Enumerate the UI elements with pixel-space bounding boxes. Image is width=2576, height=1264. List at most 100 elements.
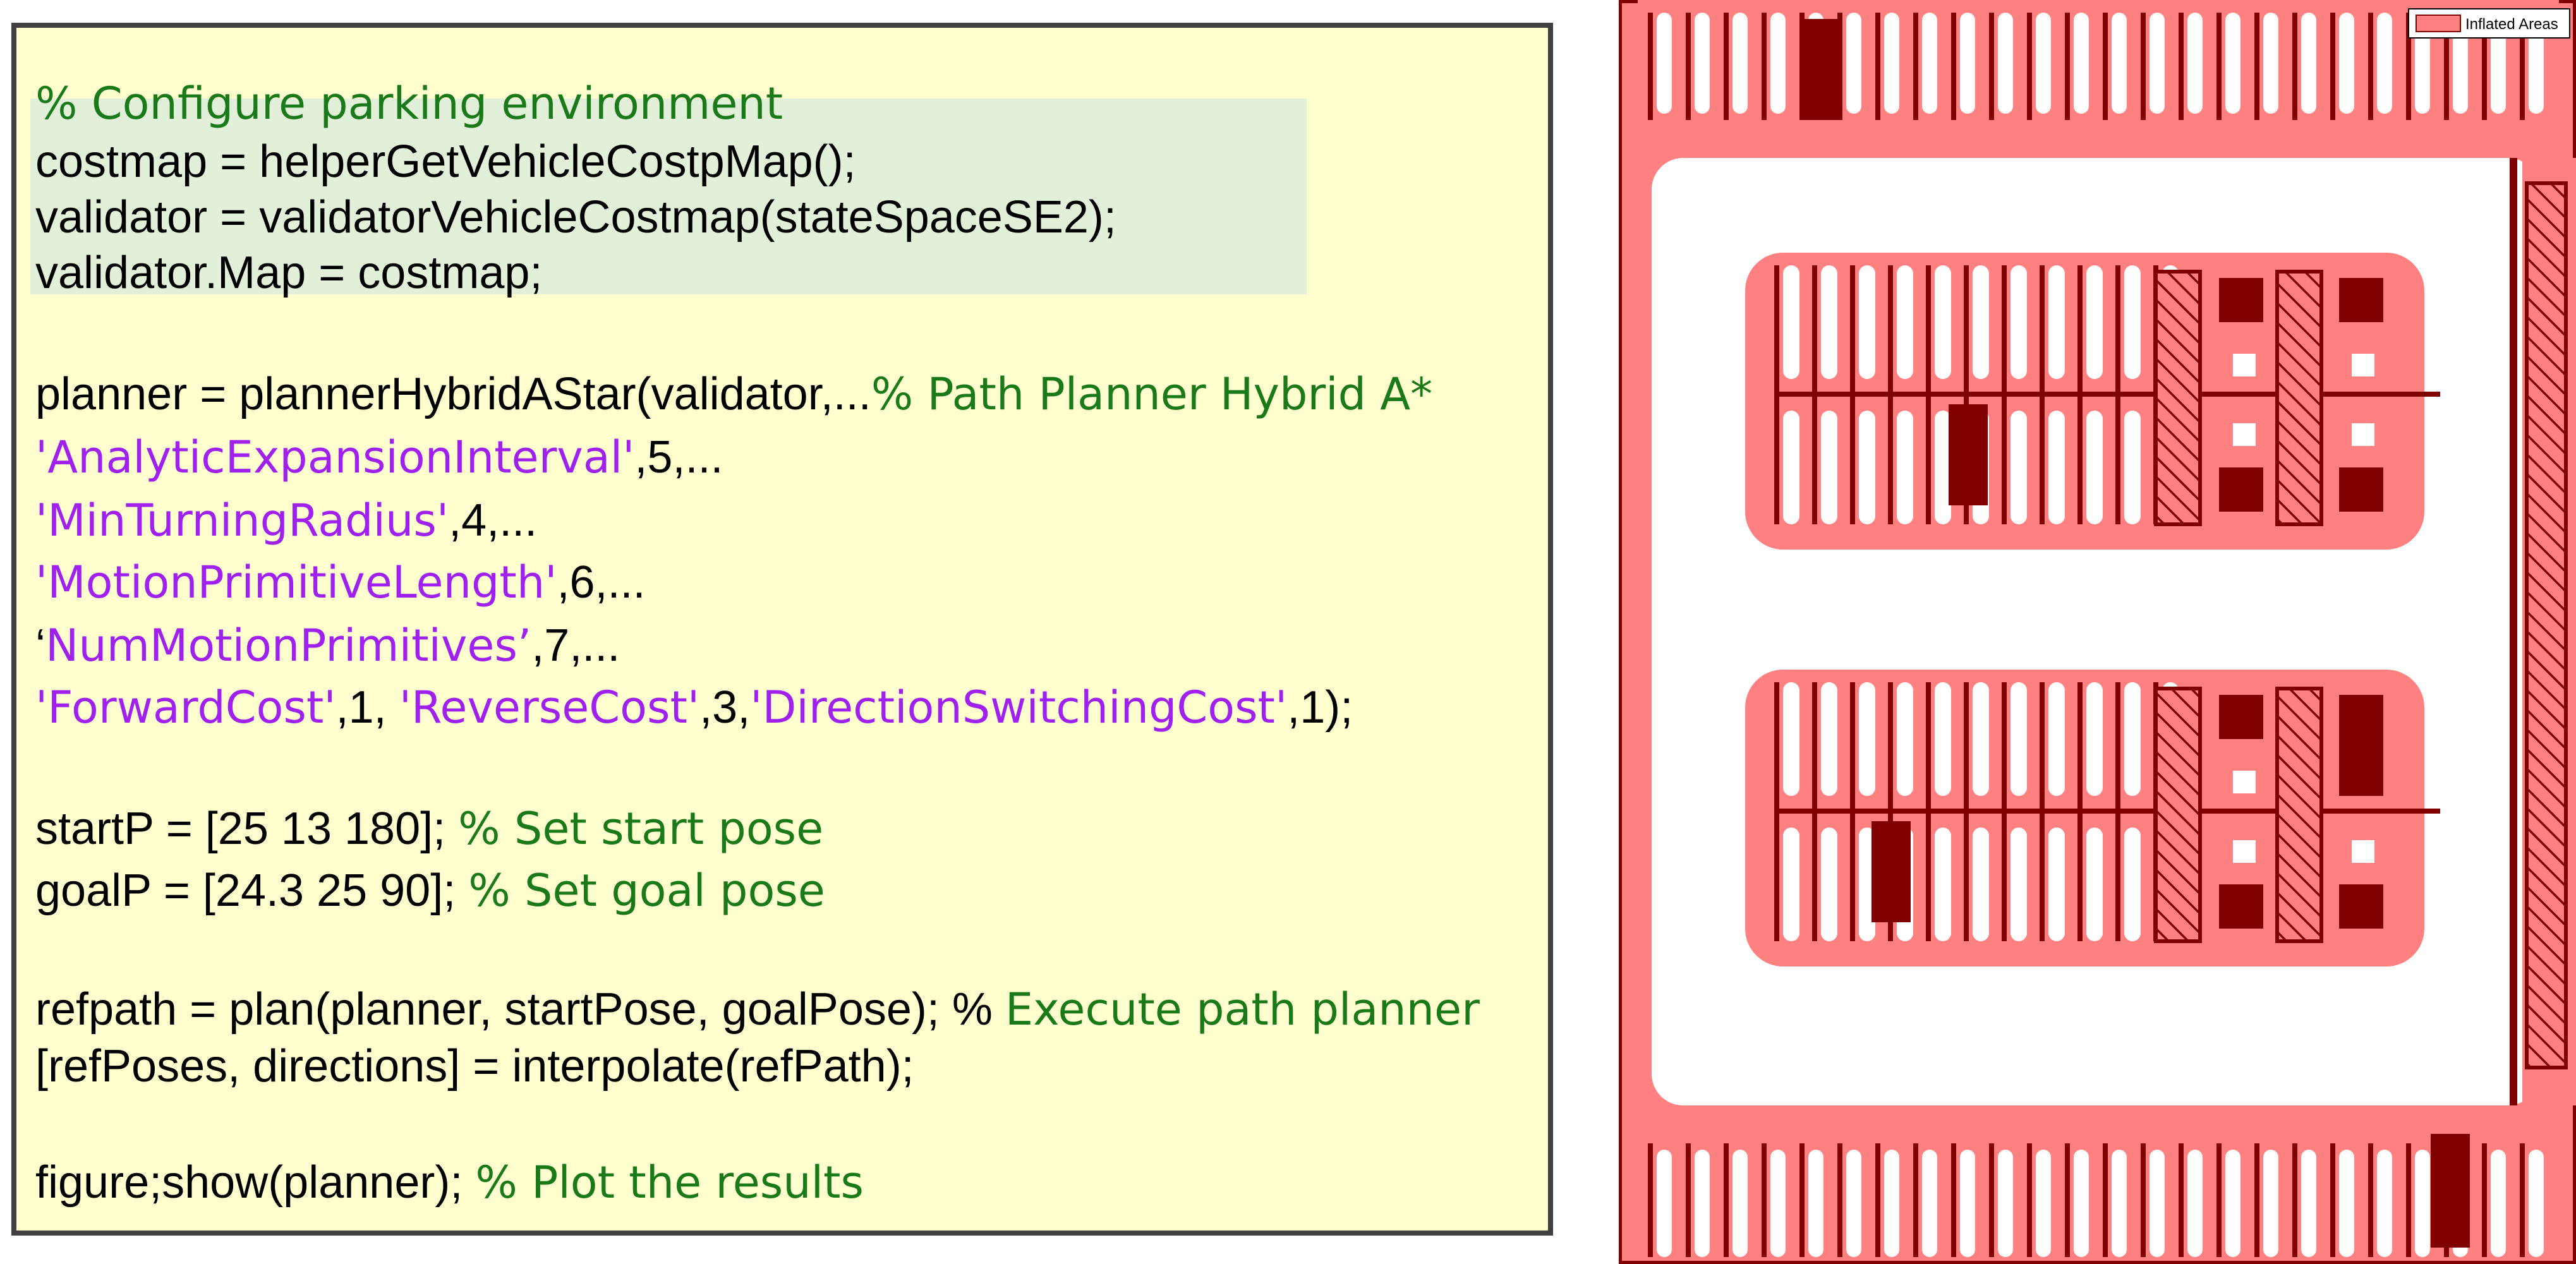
parking-slot-free xyxy=(1695,13,1710,114)
spot-divider xyxy=(2027,13,2032,120)
spot-divider xyxy=(2482,13,2487,120)
code-line: startP = [25 13 180]; % Set start pose xyxy=(35,804,823,854)
code-token: ,1); xyxy=(1287,682,1353,733)
spot-divider xyxy=(2444,13,2449,120)
island-slot-free xyxy=(1973,682,1989,796)
code-token: figure;show(planner); xyxy=(35,1157,476,1208)
hatched-zone xyxy=(2275,687,2323,943)
island-divider xyxy=(2002,265,2007,524)
island-divider xyxy=(1888,682,1893,941)
parked-car xyxy=(2431,1134,2470,1248)
spot-divider xyxy=(2406,13,2411,120)
spot-divider xyxy=(1913,13,1918,120)
code-string: 'MinTurningRadius' xyxy=(35,495,449,546)
spot-divider xyxy=(2216,13,2222,120)
island-slot-free xyxy=(2048,682,2065,796)
spot-divider xyxy=(2103,1143,2108,1257)
parking-slot-free xyxy=(2225,1150,2240,1257)
parking-slot-free xyxy=(2187,1150,2203,1257)
code-highlight-block xyxy=(30,99,1307,294)
island-slot-free xyxy=(2048,411,2065,524)
spot-divider xyxy=(2520,13,2525,120)
code-token: costmap = helperGetVehicleCostpMap(); xyxy=(35,136,856,187)
island-slot-free xyxy=(1783,682,1799,796)
code-line: planner = plannerHybridAStar(validator,.… xyxy=(35,369,1432,419)
spot-divider xyxy=(2292,13,2297,120)
parking-slot-free xyxy=(2112,1150,2127,1257)
code-line: figure;show(planner); % Plot the results xyxy=(35,1157,864,1208)
parking-slot-free xyxy=(1960,1150,1975,1257)
obstacle-block xyxy=(2219,884,2263,929)
island-divider xyxy=(2040,682,2045,941)
code-comment: % Set goal pose xyxy=(468,865,825,917)
code-line: [refPoses, directions] = interpolate(ref… xyxy=(35,1041,914,1092)
code-token: validator.Map = costmap; xyxy=(35,248,543,298)
right-wall-hatched xyxy=(2525,181,2568,1069)
parking-slot-free xyxy=(2112,13,2127,114)
island-divider xyxy=(2040,265,2045,524)
island-divider xyxy=(2077,682,2083,941)
island-slot-free xyxy=(1973,828,1989,941)
spot-divider xyxy=(2330,1143,2335,1257)
island-slot-free xyxy=(1859,411,1875,524)
code-line: 'MinTurningRadius',4,... xyxy=(35,495,537,546)
island-slot-free xyxy=(1973,265,1989,379)
parking-slot-free xyxy=(1732,13,1748,114)
parking-slot-free xyxy=(2263,13,2278,114)
spot-divider xyxy=(2330,13,2335,120)
parked-car xyxy=(1801,19,1840,120)
parking-slot-free xyxy=(1922,13,1937,114)
spot-divider xyxy=(2141,13,2146,120)
island-centerline xyxy=(1777,809,2440,814)
code-editor-panel: % Configure parking environment costmap =… xyxy=(11,23,1553,1236)
parking-slot-free xyxy=(1846,13,1861,114)
island-slot-free xyxy=(1935,265,1951,379)
small-free-cell xyxy=(2352,423,2374,446)
island-divider xyxy=(1888,265,1893,524)
parking-slot-free xyxy=(1695,1150,1710,1257)
small-free-cell xyxy=(2233,771,2256,793)
code-token: refpath = plan(planner, startPose, goalP… xyxy=(35,984,1005,1035)
island-divider xyxy=(1964,682,1969,941)
parking-slot-free xyxy=(1808,1150,1823,1257)
spot-divider xyxy=(2103,13,2108,120)
costmap-figure: Inflated Areas xyxy=(1619,0,2576,1264)
island-slot-free xyxy=(1783,265,1799,379)
spot-divider xyxy=(2520,1143,2525,1257)
spot-divider xyxy=(1875,13,1880,120)
spot-divider xyxy=(1989,1143,1994,1257)
spot-divider xyxy=(2254,13,2259,120)
code-token: ,4,... xyxy=(449,495,538,546)
parking-costmap-plot: Inflated Areas xyxy=(1619,0,2576,1264)
code-comment: % Path Planner Hybrid A* xyxy=(871,368,1433,420)
small-free-cell xyxy=(2352,354,2374,376)
parking-slot-free xyxy=(2036,13,2051,114)
code-token: planner = plannerHybridAStar(validator,.… xyxy=(35,369,871,419)
island-slot-free xyxy=(1935,828,1951,941)
island-slot-free xyxy=(2124,682,2141,796)
island-divider xyxy=(1812,682,1817,941)
parking-slot-free xyxy=(2150,13,2165,114)
code-token: ,1, xyxy=(336,682,399,733)
parking-slot-free xyxy=(2339,1150,2354,1257)
spot-divider xyxy=(2482,1143,2487,1257)
code-token: goalP = [24.3 25 90]; xyxy=(35,865,469,916)
small-free-cell xyxy=(2233,840,2256,863)
parking-slot-free xyxy=(1657,1150,1672,1257)
island-divider xyxy=(2115,265,2120,524)
island-slot-free xyxy=(1821,828,1837,941)
spot-divider xyxy=(1762,13,1767,120)
parking-slot-free xyxy=(2339,13,2354,114)
code-comment: % Configure parking environment xyxy=(35,78,783,129)
code-string: NumMotionPrimitives’ xyxy=(45,620,532,671)
island-slot-free xyxy=(2124,828,2141,941)
code-line: % Configure parking environment xyxy=(35,78,783,129)
parking-slot-free xyxy=(2377,13,2392,114)
costmap-layer xyxy=(1619,0,2576,1264)
hatched-zone xyxy=(2154,270,2202,526)
code-line: ‘NumMotionPrimitives’,7,... xyxy=(35,620,620,671)
island-divider xyxy=(2115,682,2120,941)
island-divider xyxy=(1850,682,1855,941)
obstacle-block xyxy=(2339,278,2383,322)
spot-divider-inflated xyxy=(1971,0,2003,152)
